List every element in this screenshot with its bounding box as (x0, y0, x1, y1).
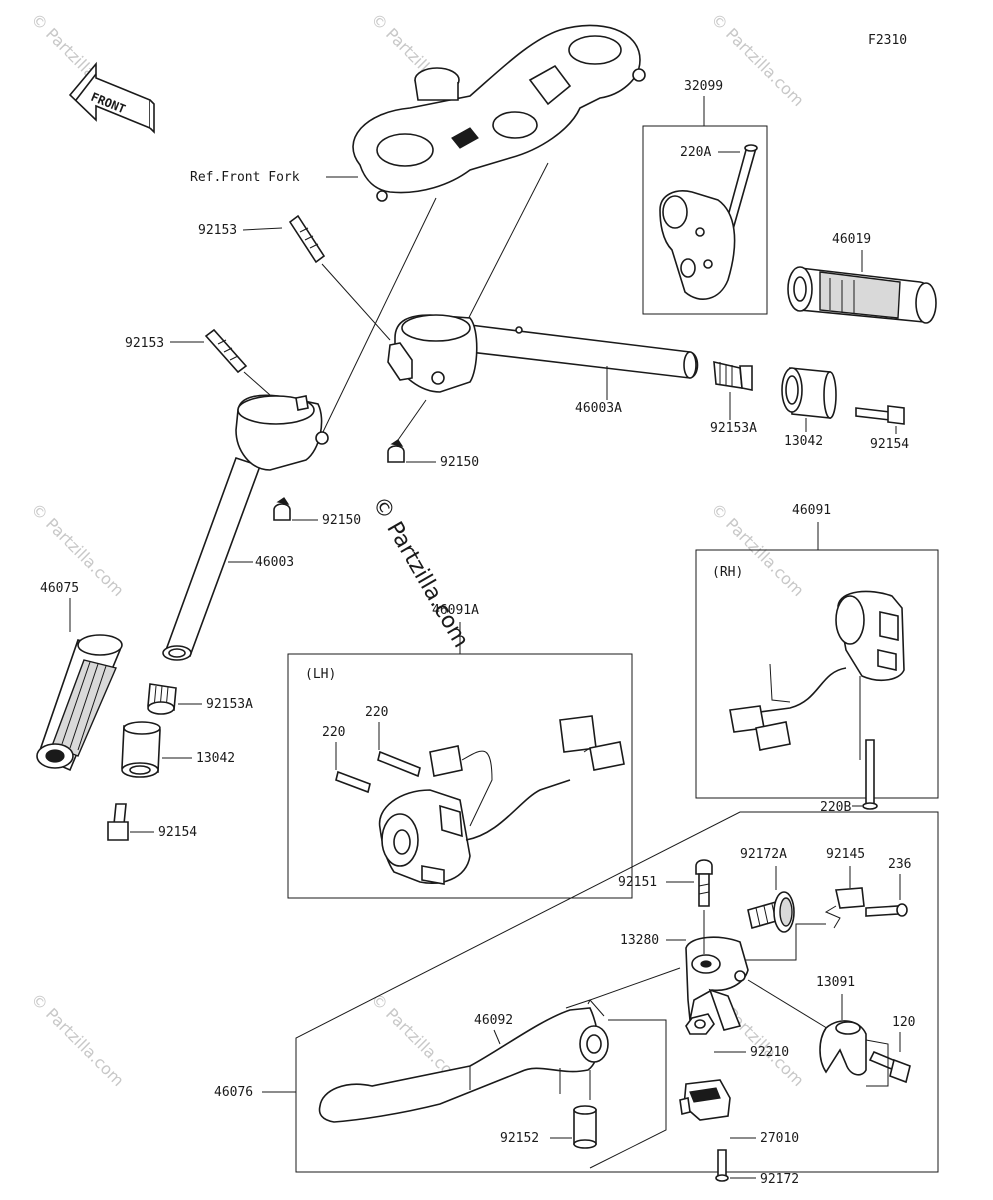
left-grip-46075 (36, 634, 123, 772)
lever-holder-13280 (685, 936, 749, 1031)
bolt-120 (868, 1050, 911, 1084)
spring-92145 (824, 887, 865, 929)
part-label-46019: 46019 (832, 232, 871, 247)
upper-triple-clamp (352, 24, 646, 202)
part-label-220B: 220B (820, 800, 851, 815)
brake-lever-46092 (318, 999, 609, 1123)
bolt-92153-left (204, 328, 248, 374)
bolt-92154-left (107, 803, 129, 841)
plug-92153A-right (713, 360, 753, 391)
part-label-13091: 13091 (816, 975, 855, 990)
bolt-92154-right (855, 405, 905, 425)
part-label-236: 236 (888, 857, 911, 872)
part-label-92172A: 92172A (740, 847, 787, 862)
part-label-13280: 13280 (620, 933, 659, 948)
screw-220-a (377, 750, 421, 778)
throttle-case (659, 190, 736, 300)
rh-label: (RH) (712, 565, 743, 580)
lh-wiring-harness (429, 715, 625, 841)
part-label-46091: 46091 (792, 503, 831, 518)
rh-switch-box (695, 549, 939, 799)
lh-switch-housing (378, 789, 471, 885)
part-label-92153A-right: 92153A (710, 421, 757, 436)
part-label-92154-right: 92154 (870, 437, 909, 452)
part-label-92210: 92210 (750, 1045, 789, 1060)
watermark: © Partzilla.com (27, 989, 128, 1090)
handlebar-46003 (162, 394, 329, 661)
part-label-92151: 92151 (618, 875, 657, 890)
screw-92172 (715, 1149, 729, 1182)
part-label-220-a: 220 (365, 705, 388, 720)
nut-92210 (685, 1013, 715, 1035)
clamp-13091 (819, 1020, 867, 1076)
part-label-92153A-left: 92153A (206, 697, 253, 712)
part-label-220A: 220A (680, 145, 711, 160)
weight-13042-right (781, 367, 837, 419)
part-label-46076: 46076 (214, 1085, 253, 1100)
screw-220-b (335, 770, 371, 794)
adjuster-92172A (747, 891, 795, 933)
screw-236 (865, 903, 908, 917)
screw-220B (862, 739, 878, 810)
part-label-220-b: 220 (322, 725, 345, 740)
part-label-92172: 92172 (760, 1172, 799, 1187)
rh-switch-housing (835, 590, 905, 760)
throttle-case-box (642, 125, 768, 315)
bolt-92151 (695, 859, 713, 907)
collar-92152 (573, 1105, 597, 1149)
part-label-92153-top: 92153 (198, 223, 237, 238)
bolt-92150-a (387, 439, 405, 463)
part-label-13042-left: 13042 (196, 751, 235, 766)
lever-assembly-box (295, 811, 939, 1173)
figure-id: F2310 (868, 33, 907, 48)
part-label-92152: 92152 (500, 1131, 539, 1146)
part-label-120: 120 (892, 1015, 915, 1030)
lh-label: (LH) (305, 667, 336, 682)
ref-front-fork-label: Ref.Front Fork (190, 170, 300, 185)
part-label-46091A: 46091A (432, 603, 479, 618)
rh-wiring-harness (729, 663, 847, 751)
switch-27010 (679, 1079, 731, 1121)
plug-92153A-left (147, 683, 177, 715)
center-watermark: © Partzilla.com (367, 493, 474, 653)
part-label-46003A: 46003A (575, 401, 622, 416)
part-label-32099: 32099 (684, 79, 723, 94)
watermark: © Partzilla.com (707, 9, 808, 110)
weight-13042-left (121, 721, 161, 778)
bolt-92150-b (273, 497, 291, 521)
part-label-46003: 46003 (255, 555, 294, 570)
part-label-92153-left: 92153 (125, 336, 164, 351)
part-label-92150-a: 92150 (440, 455, 479, 470)
part-label-46092: 46092 (474, 1013, 513, 1028)
part-label-46075: 46075 (40, 581, 79, 596)
part-label-13042-right: 13042 (784, 434, 823, 449)
throttle-grip-46019 (787, 266, 937, 324)
lh-switch-box (287, 653, 633, 899)
bolt-92153-top (288, 214, 326, 264)
handlebar-46003A (387, 314, 699, 393)
part-label-92145: 92145 (826, 847, 865, 862)
part-label-92154-left: 92154 (158, 825, 197, 840)
part-label-27010: 27010 (760, 1131, 799, 1146)
part-label-92150-b: 92150 (322, 513, 361, 528)
